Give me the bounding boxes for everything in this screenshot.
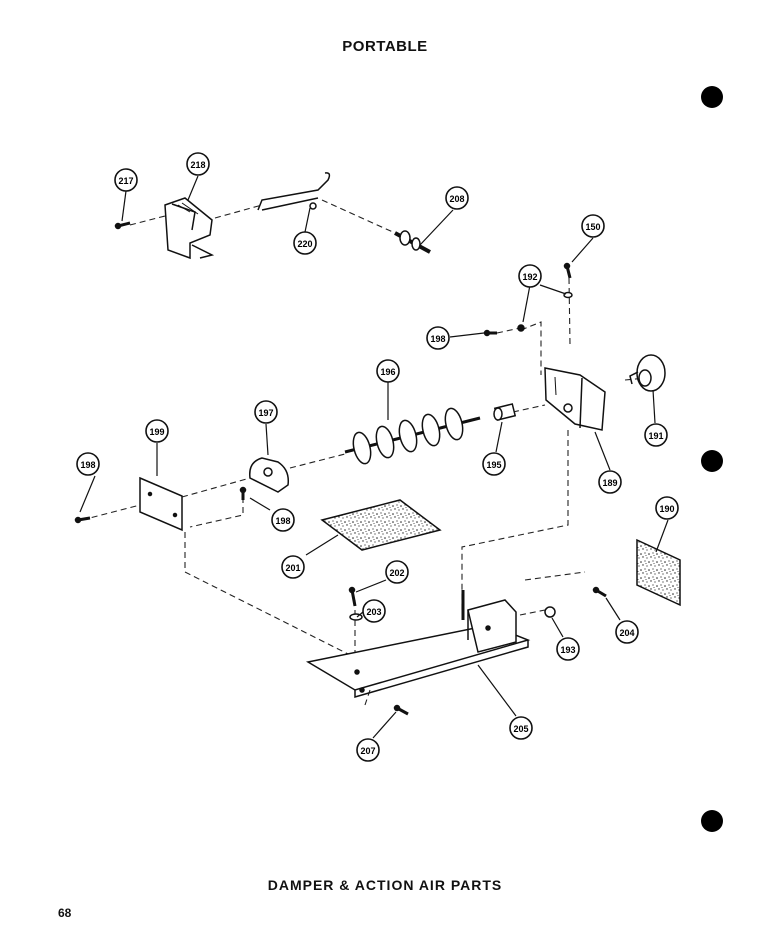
- nut-193: [544, 606, 556, 618]
- svg-text:202: 202: [389, 568, 404, 578]
- svg-text:150: 150: [585, 222, 600, 232]
- callout-207: 207: [356, 738, 380, 762]
- bearing-plate-197: [249, 457, 290, 493]
- callout-203: 203: [362, 599, 386, 623]
- svg-text:205: 205: [513, 724, 528, 734]
- callout-192: 192: [518, 264, 542, 288]
- svg-text:191: 191: [648, 431, 663, 441]
- screw-207: [393, 704, 409, 716]
- svg-text:192: 192: [522, 272, 537, 282]
- svg-text:201: 201: [285, 563, 300, 573]
- svg-text:218: 218: [190, 160, 205, 170]
- callout-190: 190: [655, 496, 679, 520]
- callout-201: 201: [281, 555, 305, 579]
- screw-198-upper: [483, 329, 497, 337]
- callout-198-lower: 198: [271, 508, 295, 532]
- leader-lines: [79, 175, 669, 739]
- section-caption: DAMPER & ACTION AIR PARTS: [267, 877, 503, 893]
- filter-190: [636, 538, 681, 607]
- motor-191: [629, 354, 666, 392]
- svg-text:198: 198: [80, 460, 95, 470]
- callout-193: 193: [556, 637, 580, 661]
- parts: [74, 172, 681, 716]
- callout-198-left: 198: [76, 452, 100, 476]
- callout-198-upper: 198: [426, 326, 450, 350]
- callout-204: 204: [615, 620, 639, 644]
- svg-text:196: 196: [380, 367, 395, 377]
- end-plate-199: [139, 476, 183, 532]
- auger-196: [344, 407, 481, 465]
- bracket-218: [164, 197, 215, 260]
- callout-218: 218: [186, 152, 210, 176]
- svg-text:208: 208: [449, 194, 464, 204]
- callout-199: 199: [145, 419, 169, 443]
- svg-text:198: 198: [275, 516, 290, 526]
- screw-217: [114, 221, 131, 230]
- svg-text:207: 207: [360, 746, 375, 756]
- screw-198-left: [74, 516, 91, 524]
- bracket-189: [544, 367, 606, 431]
- assembly-lines: [81, 199, 658, 706]
- punch-hole-middle: [701, 450, 723, 472]
- callout-220: 220: [293, 231, 317, 255]
- screw-198-lower: [239, 486, 247, 500]
- callout-205: 205: [509, 716, 533, 740]
- svg-text:197: 197: [258, 408, 273, 418]
- callout-217: 217: [114, 168, 138, 192]
- punch-hole-bottom: [701, 810, 723, 832]
- svg-text:190: 190: [659, 504, 674, 514]
- punch-hole-top: [701, 86, 723, 108]
- screw-204: [592, 586, 607, 598]
- callout-189: 189: [598, 470, 622, 494]
- screw-202: [348, 586, 357, 607]
- svg-text:204: 204: [619, 628, 634, 638]
- svg-text:220: 220: [297, 239, 312, 249]
- svg-text:193: 193: [560, 645, 575, 655]
- svg-text:189: 189: [602, 478, 617, 488]
- page-number: 68: [58, 906, 72, 920]
- screw-150: [563, 262, 572, 279]
- callout-195: 195: [482, 452, 506, 476]
- washer-192: [517, 291, 573, 332]
- callout-196: 196: [376, 359, 400, 383]
- bushing-195: [493, 403, 517, 421]
- base-plate-205: [305, 590, 531, 698]
- page-title: PORTABLE: [342, 38, 428, 55]
- filter-201: [320, 499, 442, 551]
- callout-197: 197: [254, 400, 278, 424]
- callout-208: 208: [445, 186, 469, 210]
- svg-text:195: 195: [486, 460, 501, 470]
- svg-text:203: 203: [366, 607, 381, 617]
- svg-text:217: 217: [118, 176, 133, 186]
- callout-202: 202: [385, 560, 409, 584]
- callout-150: 150: [581, 214, 605, 238]
- svg-text:198: 198: [430, 334, 445, 344]
- rod-208: [394, 230, 431, 254]
- linkage-220: [257, 172, 331, 211]
- svg-text:199: 199: [149, 427, 164, 437]
- callout-191: 191: [644, 423, 668, 447]
